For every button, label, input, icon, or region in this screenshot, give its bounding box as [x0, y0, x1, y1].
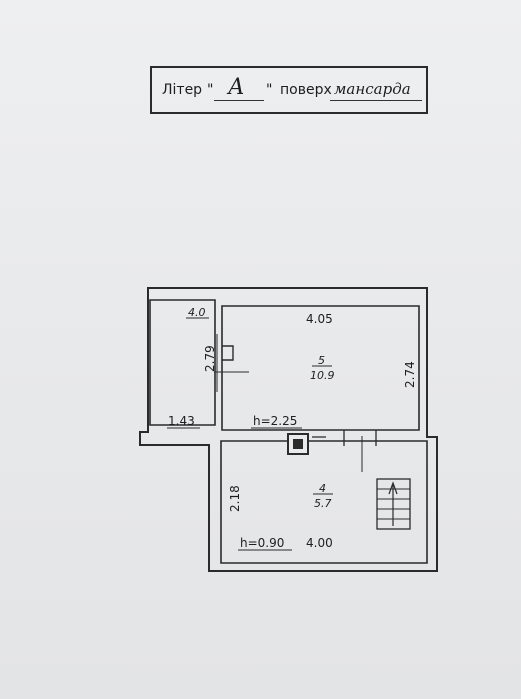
floor-value: мансарда — [334, 80, 411, 98]
room5-width: 4.05 — [306, 312, 333, 326]
quote-close: " — [266, 82, 273, 98]
room4-width: 4.00 — [306, 536, 333, 550]
stairs-arrow — [388, 481, 398, 526]
stairs — [376, 478, 411, 530]
floor-underline — [330, 100, 422, 101]
dim-line-height-left — [214, 334, 249, 392]
room4-outline — [220, 440, 428, 564]
floor-label: поверх — [280, 82, 332, 98]
room5-height: 2.74 — [403, 361, 417, 388]
liter-label: Літер — [162, 82, 203, 98]
room5-ceiling: h=2.25 — [253, 414, 297, 428]
room5-outline — [221, 305, 420, 431]
dim-left-width-top: 4.0 — [188, 306, 206, 319]
liter-underline — [214, 100, 264, 101]
quote-open: " — [207, 82, 214, 98]
room4-area: 5.7 — [314, 497, 332, 510]
dim-left-width-bottom: 1.43 — [168, 414, 195, 428]
plan-outline — [139, 287, 438, 572]
dim-left-height: 2.79 — [203, 345, 217, 372]
room5-area: 10.9 — [310, 369, 335, 382]
door-niche — [222, 345, 234, 361]
room4-height: 2.18 — [228, 485, 242, 512]
stair-opening — [312, 430, 377, 446]
plan-title-box: Літер " А " поверх мансарда — [150, 66, 428, 114]
room4-number: 4 — [319, 482, 326, 495]
room5-number: 5 — [318, 354, 325, 367]
room4-ceiling: h=0.90 — [240, 536, 284, 550]
chimney-core — [293, 439, 303, 449]
left-space-outline — [149, 299, 216, 426]
liter-value: А — [228, 75, 245, 100]
